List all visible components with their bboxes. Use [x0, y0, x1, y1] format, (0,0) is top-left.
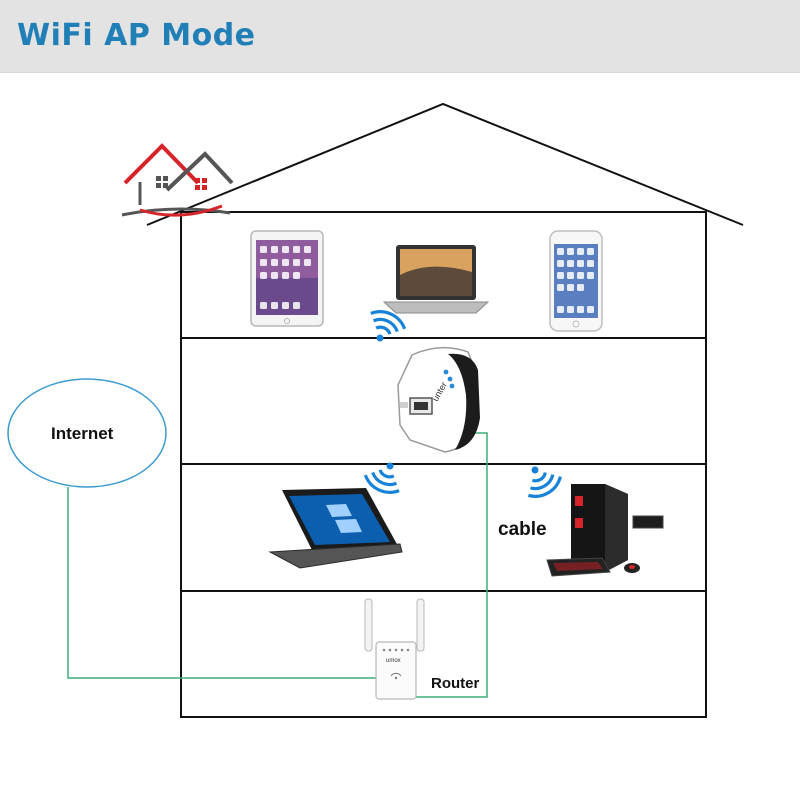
wifi-repeater-icon: unter: [397, 346, 480, 453]
router-icon: umox: [364, 598, 425, 700]
svg-text:umox: umox: [386, 658, 401, 664]
wifi-signal-icon: [360, 454, 409, 499]
tablet-icon: [250, 230, 324, 327]
router-label: Router: [431, 675, 480, 692]
smartphone-icon: [549, 230, 603, 332]
laptop-icon: [382, 245, 490, 314]
desktop-pc-icon: [546, 484, 664, 577]
wifi-signal-icon: [361, 305, 410, 350]
internet-cloud: [7, 378, 167, 488]
convertible-laptop-icon: [268, 488, 403, 569]
house-outline: [146, 102, 744, 718]
cable-label: cable: [498, 519, 547, 540]
internet-label: Internet: [51, 424, 114, 443]
home-logo-icon: [121, 143, 234, 217]
page-title: WiFi AP Mode: [17, 18, 256, 53]
header-banner: WiFi AP Mode: [0, 0, 800, 73]
internet-link-line: [67, 487, 378, 679]
